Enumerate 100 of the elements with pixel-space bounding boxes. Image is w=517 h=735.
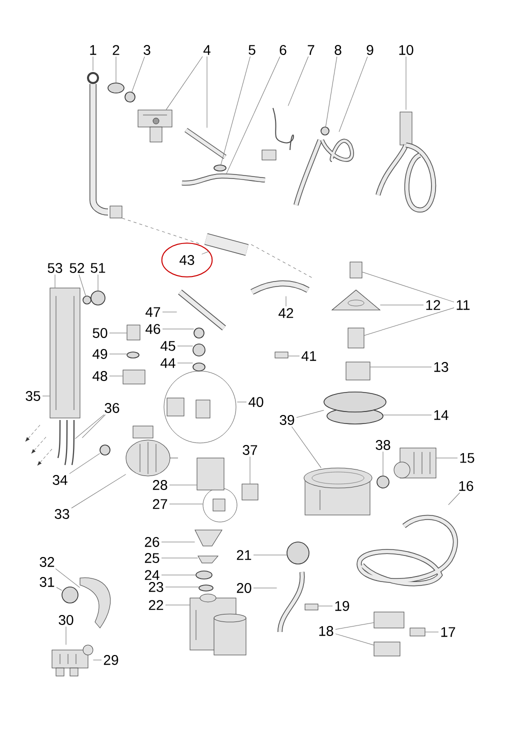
sensor-drawing	[202, 488, 238, 522]
leader-line	[253, 554, 288, 556]
callout-number: 5	[248, 45, 256, 55]
leader-line	[166, 56, 203, 110]
tank-drawing	[190, 594, 246, 656]
ring-part	[198, 584, 214, 592]
callout-number: 13	[434, 362, 448, 372]
leader-line	[177, 362, 194, 364]
bar-drawing	[184, 128, 226, 160]
callout-number: 32	[40, 557, 54, 567]
callout-number: 23	[148, 582, 164, 592]
callout-number: 12	[426, 300, 440, 310]
clip-part	[274, 352, 288, 358]
callout-number: 20	[236, 583, 252, 593]
leader-line	[132, 56, 145, 92]
leader-line	[335, 634, 374, 646]
leader-line	[54, 274, 56, 288]
callout-number: 6	[280, 45, 286, 55]
cable-drawing	[262, 108, 294, 160]
callout-number: 35	[26, 391, 40, 401]
leader-line	[382, 451, 384, 476]
hose-drawing	[294, 138, 354, 206]
cap-part	[286, 542, 310, 564]
nut-part	[124, 92, 136, 102]
motor-drawing	[126, 440, 178, 476]
leader-line	[56, 587, 62, 591]
leader-line	[292, 426, 322, 468]
callout-number: 46	[146, 324, 160, 334]
callout-number: 52	[70, 263, 84, 273]
leader-line	[226, 56, 280, 174]
leader-line	[220, 56, 250, 166]
valve-drawing	[164, 370, 236, 444]
callout-number: 27	[152, 499, 168, 509]
callout-number: 47	[146, 307, 160, 317]
callout-number: 24	[144, 570, 160, 580]
callout-number: 14	[434, 410, 448, 420]
shield-drawing	[80, 578, 111, 628]
callout-number: 15	[460, 453, 474, 463]
callout-number: 4	[203, 45, 210, 55]
hose-drawing	[357, 515, 458, 586]
pipe-drawing	[87, 72, 122, 218]
callout-number: 3	[144, 45, 150, 55]
leader-line	[448, 492, 460, 506]
leader-line	[206, 56, 208, 128]
callout-number: 34	[52, 475, 68, 485]
leader-line	[288, 56, 309, 106]
callout-number: 40	[248, 397, 264, 407]
callout-number: 11	[456, 300, 470, 310]
nut-part	[192, 344, 206, 356]
callout-number: 19	[335, 601, 350, 611]
callout-number: 18	[319, 626, 334, 636]
ring-part	[214, 164, 226, 172]
callout-number: 42	[278, 308, 294, 318]
nut-part	[126, 324, 140, 340]
leader-line	[69, 453, 100, 474]
callout-number: 21	[236, 550, 252, 560]
leader-line	[109, 332, 128, 334]
callout-number: 8	[334, 45, 342, 55]
clip-part	[304, 604, 318, 610]
leader-line	[296, 410, 324, 418]
leader-line	[335, 622, 374, 630]
callout-number: 51	[90, 263, 106, 273]
leader-line	[165, 604, 190, 606]
callout-number: 2	[112, 45, 120, 55]
leader-line	[382, 414, 432, 416]
spray-arm-drawing	[182, 174, 266, 186]
leader-line	[161, 574, 196, 576]
pipe-drawing	[204, 233, 249, 256]
callout-number: 44	[160, 358, 176, 368]
callout-number: 10	[399, 45, 414, 55]
spring-part	[100, 444, 110, 456]
hose-drawing	[376, 112, 436, 212]
funnel-drawing	[194, 530, 222, 546]
nozzle-part	[194, 328, 204, 338]
valve-part	[62, 586, 78, 604]
ring-part	[376, 476, 390, 488]
callout-number: 25	[144, 553, 160, 563]
holder-drawing	[138, 110, 172, 142]
callout-number: 9	[366, 45, 374, 55]
callout-number: 30	[58, 615, 74, 625]
callout-number: 39	[280, 415, 294, 425]
callout-number: 29	[104, 655, 118, 665]
hose-drawing	[64, 420, 68, 466]
valve-part	[122, 370, 146, 384]
callout-number: 53	[48, 263, 62, 273]
callout-number: 50	[92, 328, 108, 338]
leader-line	[74, 414, 104, 439]
assembly-line	[250, 244, 312, 278]
ring-part	[192, 362, 206, 372]
callout-number: 33	[54, 509, 70, 519]
callout-number: 17	[441, 627, 456, 637]
plate-drawing	[332, 290, 380, 310]
filter-part	[346, 362, 370, 380]
callout-number: 16	[459, 481, 474, 491]
ring-part	[320, 126, 330, 136]
cover-part	[108, 82, 124, 94]
leader-line	[338, 56, 368, 132]
callout-number: 31	[40, 577, 54, 587]
spray-arm-drawing	[178, 290, 226, 330]
leader-line	[380, 304, 424, 306]
